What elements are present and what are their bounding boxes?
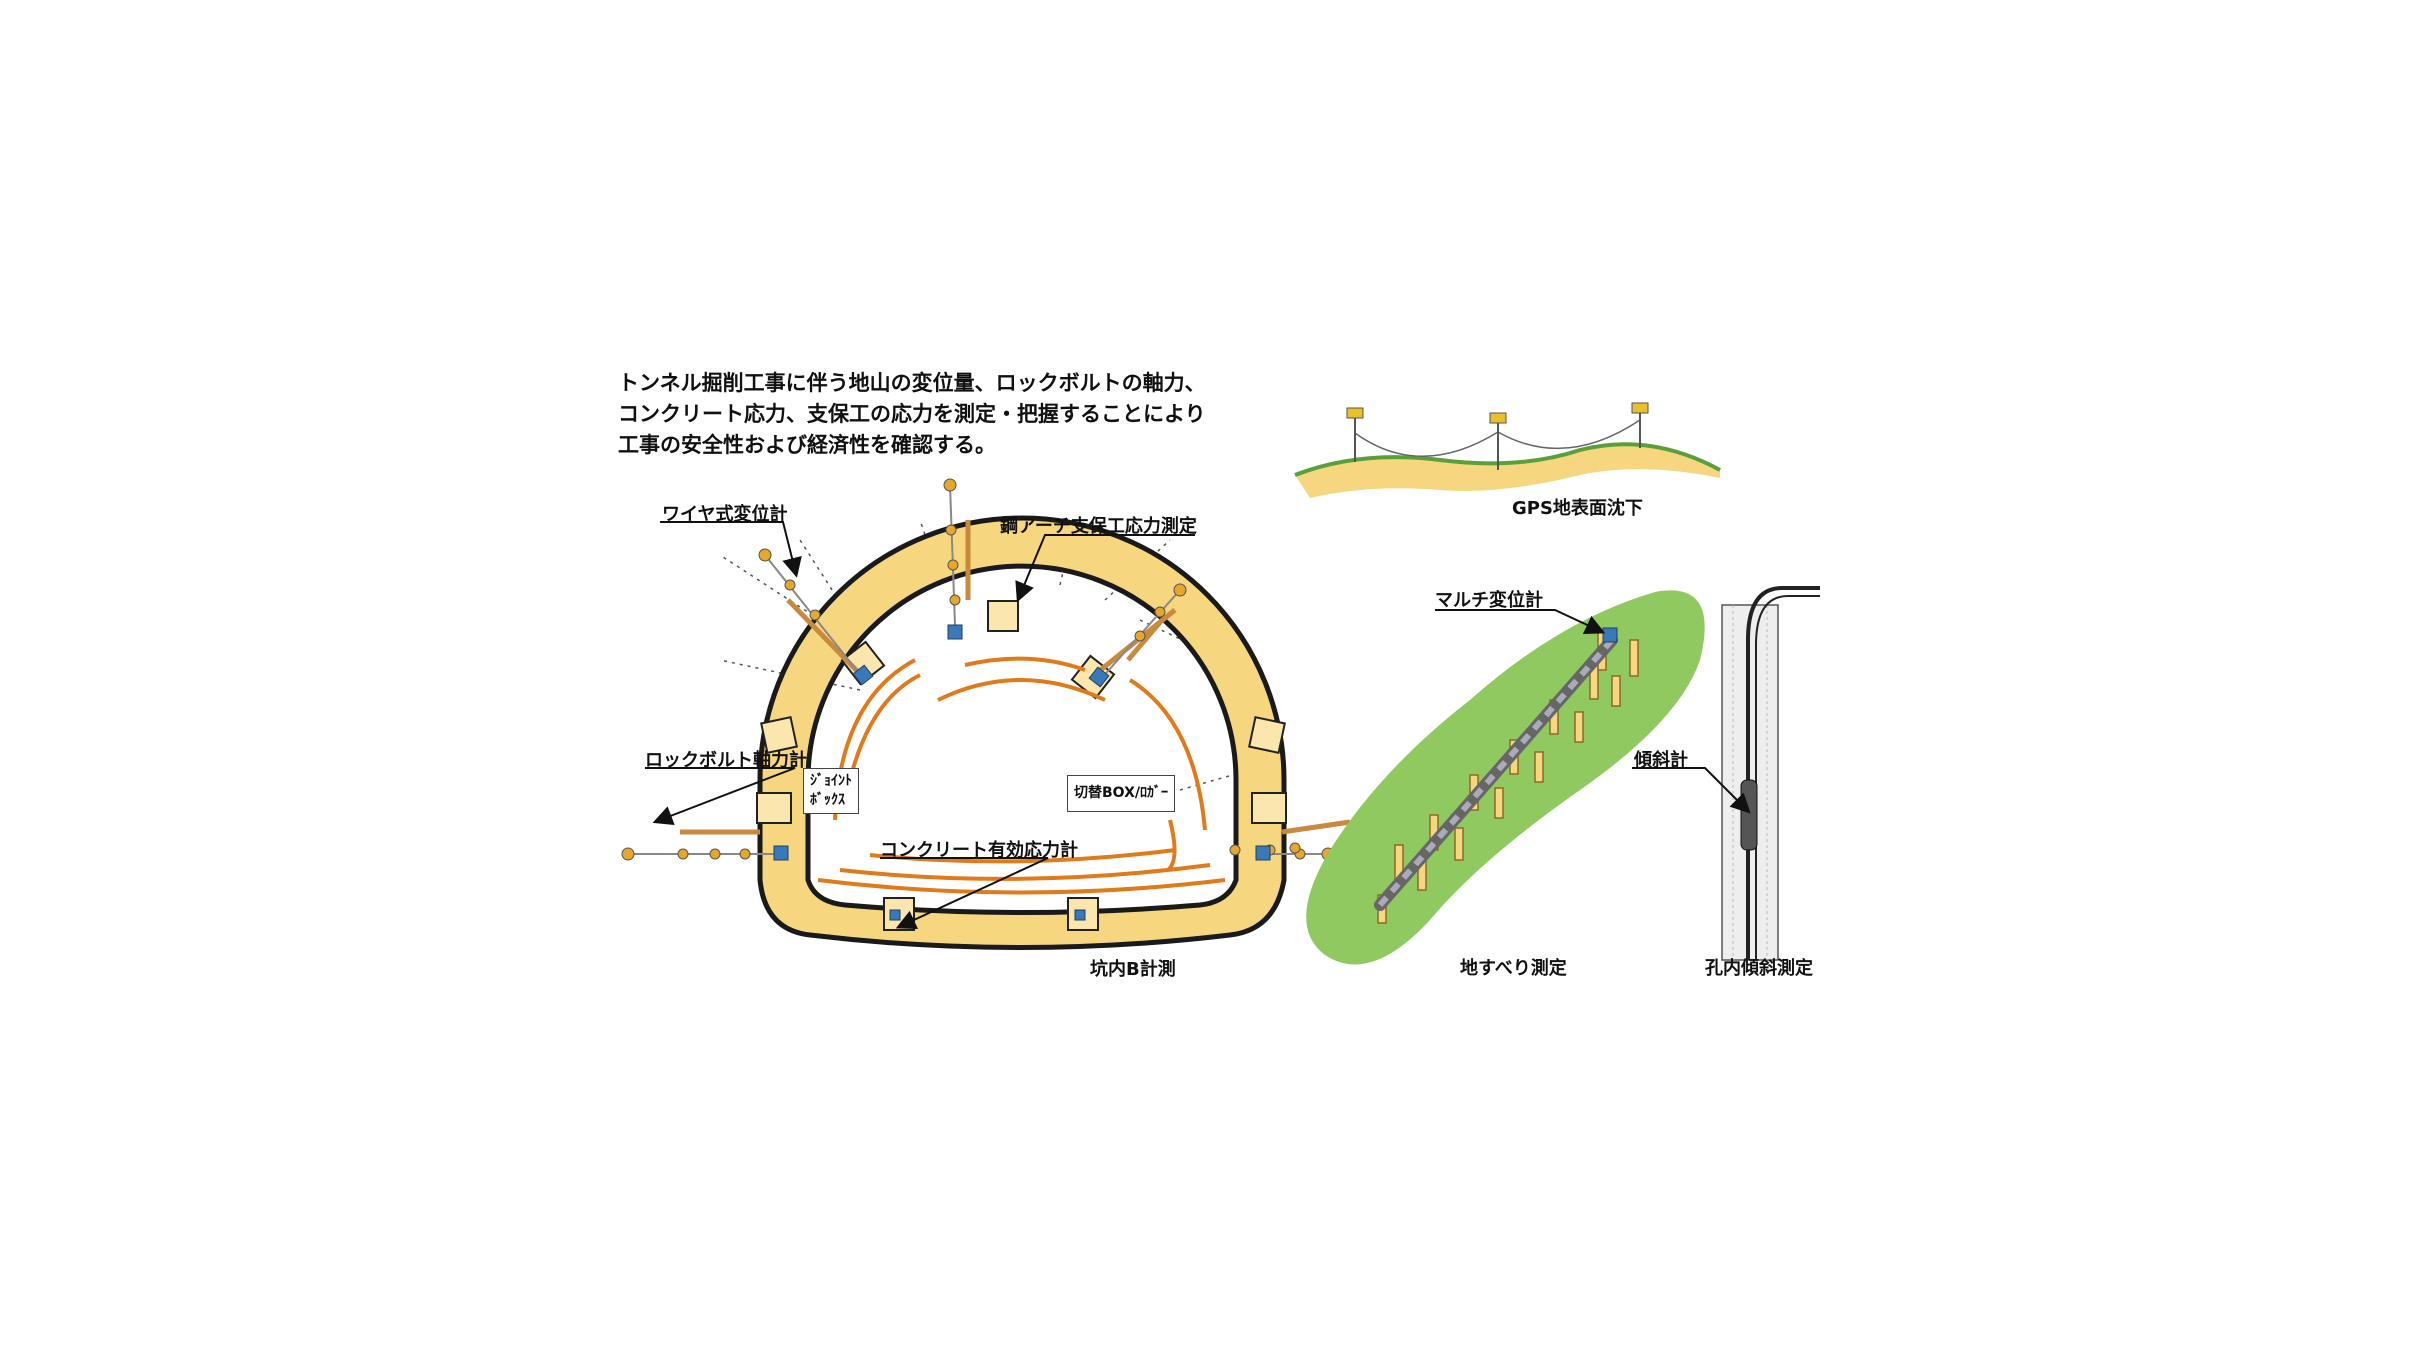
caption-borehole: 孔内傾斜測定	[1705, 958, 1813, 979]
inclinometer-cable	[1746, 586, 1820, 960]
inclinometer-probe	[1740, 779, 1758, 851]
intro-line-3: 工事の安全性および経済性を確認する。	[618, 433, 996, 457]
multi-gauge-head	[1602, 627, 1618, 643]
multi-gauge-segments	[1377, 638, 1615, 907]
gps-antennas	[1346, 402, 1649, 424]
joint-box-line-2: ﾎﾞｯｸｽ	[810, 792, 845, 808]
intro-text: トンネル掘削工事に伴う地山の変位量、ロックボルトの軸力、 コンクリート応力、支保…	[618, 368, 1338, 461]
joint-box-label: ｼﾞｮｲﾝﾄ ﾎﾞｯｸｽ	[803, 768, 859, 814]
multi-gauge-leader	[1435, 609, 1606, 635]
label-steel-arch: 鋼アーチ支保工応力測定	[1000, 516, 1197, 537]
gauge-heads	[773, 624, 1271, 921]
label-multi-gauge: マルチ変位計	[1435, 590, 1543, 611]
caption-tunnel: 坑内B計測	[1090, 959, 1176, 980]
inclinometer-leader	[1632, 767, 1751, 814]
landslide-section	[1306, 590, 1705, 965]
label-wire-gauge: ワイヤ式変位計	[662, 504, 788, 525]
caption-landslide: 地すべり測定	[1460, 958, 1567, 979]
label-inclinometer: 傾斜計	[1634, 750, 1688, 771]
switch-box-label: 切替BOX/ﾛｶﾞｰ	[1067, 775, 1175, 812]
borehole-section	[1632, 586, 1820, 961]
ground-line	[1294, 442, 1721, 477]
leader-arrows	[645, 521, 1195, 930]
rock-bolts	[680, 520, 1351, 835]
gps-poles	[1354, 410, 1641, 470]
ground-surface	[1295, 444, 1720, 498]
tunnel-section	[621, 478, 1351, 950]
label-concrete: コンクリート有効応力計	[880, 840, 1078, 861]
gps-section	[1294, 402, 1721, 498]
label-rockbolt: ロックボルト軸力計	[645, 750, 807, 771]
tunnel-lining	[757, 515, 1287, 950]
landslide-area	[1306, 590, 1705, 965]
caption-gps: GPS地表面沈下	[1512, 498, 1643, 519]
intro-line-1: トンネル掘削工事に伴う地山の変位量、ロックボルトの軸力、	[618, 371, 1206, 395]
intro-line-2: コンクリート応力、支保工の応力を測定・把握することにより	[618, 402, 1206, 426]
joint-box-line-1: ｼﾞｮｲﾝﾄ	[810, 773, 852, 789]
